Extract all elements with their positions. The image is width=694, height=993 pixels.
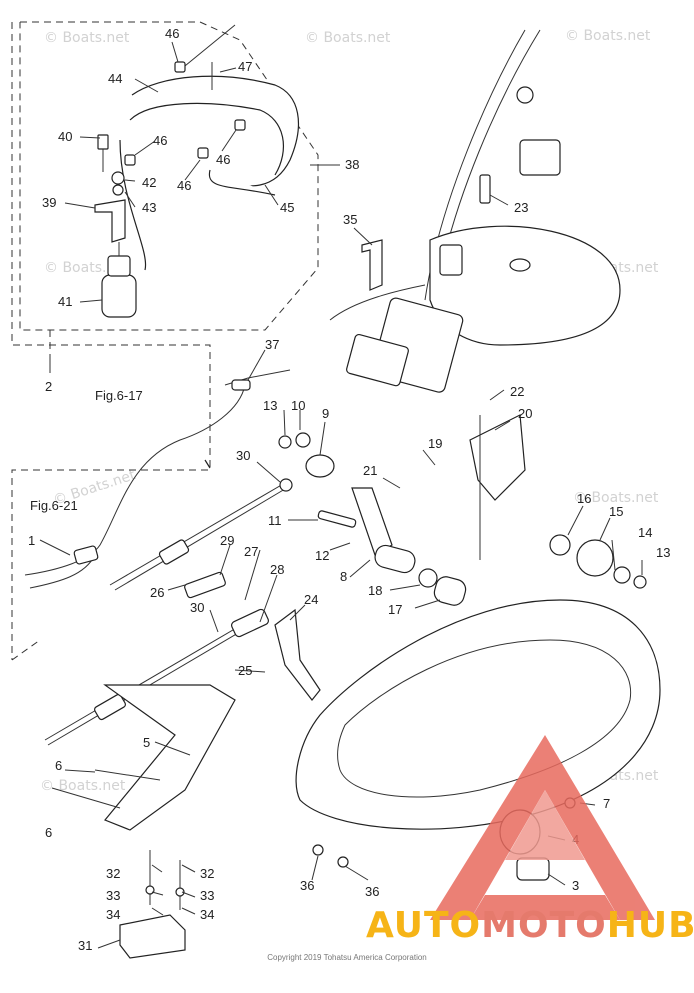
callout-label: 17 bbox=[388, 602, 402, 617]
watermark: © Boats.net bbox=[573, 490, 659, 506]
callout-label: 2 bbox=[45, 379, 52, 394]
callout-label: 19 bbox=[428, 436, 442, 451]
callout-label: 11 bbox=[268, 513, 282, 528]
figure-ref: Fig.6-17 bbox=[95, 388, 143, 403]
callout-label: 22 bbox=[510, 384, 524, 399]
callout-label: 46 bbox=[153, 133, 167, 148]
callout-label: 15 bbox=[609, 504, 623, 519]
upper-right-assembly bbox=[329, 29, 621, 393]
callout-label: 46 bbox=[177, 178, 191, 193]
brand-part-auto: AUTO bbox=[366, 905, 482, 946]
callout-label: 20 bbox=[518, 406, 532, 421]
callout-label: 33 bbox=[106, 888, 120, 903]
watermark: © Boats.net bbox=[44, 30, 130, 46]
callout-label: 23 bbox=[514, 200, 528, 215]
callout-label: 39 bbox=[42, 195, 56, 210]
callout-label: 7 bbox=[603, 796, 610, 811]
callout-label: 5 bbox=[143, 735, 150, 750]
callout-label: 27 bbox=[244, 544, 258, 559]
callout-label: 32 bbox=[106, 866, 120, 881]
callout-label: 36 bbox=[365, 884, 379, 899]
callout-label: 1 bbox=[28, 533, 35, 548]
callout-label: 9 bbox=[322, 406, 329, 421]
leader-lines bbox=[39, 41, 643, 949]
callout-label: 30 bbox=[190, 600, 204, 615]
automotohub-logo-mark bbox=[430, 735, 655, 920]
callout-label: 31 bbox=[78, 938, 92, 953]
callout-label: 6 bbox=[45, 825, 52, 840]
callout-label: 34 bbox=[200, 907, 214, 922]
callout-label: 43 bbox=[142, 200, 156, 215]
callout-label: 30 bbox=[236, 448, 250, 463]
callout-label: 16 bbox=[577, 491, 591, 506]
callout-label: 42 bbox=[142, 175, 156, 190]
callout-label: 13 bbox=[263, 398, 277, 413]
fuel-filter-assembly bbox=[94, 24, 299, 318]
watermark: © Boats.net bbox=[565, 28, 651, 44]
brand-part-moto: MOTO bbox=[481, 905, 607, 946]
callout-label: 18 bbox=[368, 583, 382, 598]
copyright-notice: Copyright 2019 Tohatsu America Corporati… bbox=[267, 953, 427, 962]
callout-label: 26 bbox=[150, 585, 164, 600]
callout-label: 25 bbox=[238, 663, 252, 678]
callout-label: 34 bbox=[106, 907, 120, 922]
callout-label: 46 bbox=[216, 152, 230, 167]
watermark: © Boats.net bbox=[40, 778, 126, 794]
callout-label: 40 bbox=[58, 129, 72, 144]
automotohub-logo-text: AUTOMOTOHUB bbox=[366, 905, 694, 946]
watermark: © Boats.net bbox=[305, 30, 391, 46]
callout-label: 36 bbox=[300, 878, 314, 893]
callout-labels: 1 2 3 4 5 6 6 7 8 9 10 11 12 13 13 14 15… bbox=[28, 26, 670, 953]
callout-label: 44 bbox=[108, 71, 122, 86]
callout-label: 8 bbox=[340, 569, 347, 584]
callout-label: 32 bbox=[200, 866, 214, 881]
callout-label: 24 bbox=[304, 592, 318, 607]
figure-ref: Fig.6-21 bbox=[30, 498, 78, 513]
callout-label: 12 bbox=[315, 548, 329, 563]
callout-label: 47 bbox=[238, 59, 252, 74]
callout-label: 14 bbox=[638, 525, 652, 540]
callout-label: 29 bbox=[220, 533, 234, 548]
callout-label: 38 bbox=[345, 157, 359, 172]
brand-part-hub: HUB bbox=[606, 905, 694, 946]
callout-label: 33 bbox=[200, 888, 214, 903]
cable-and-linkage bbox=[24, 369, 647, 746]
callout-label: 35 bbox=[343, 212, 357, 227]
callout-label: 10 bbox=[291, 398, 305, 413]
callout-label: 46 bbox=[165, 26, 179, 41]
callout-label: 41 bbox=[58, 294, 72, 309]
callout-label: 37 bbox=[265, 337, 279, 352]
callout-label: 28 bbox=[270, 562, 284, 577]
callout-label: 3 bbox=[572, 878, 579, 893]
callout-label: 13 bbox=[656, 545, 670, 560]
callout-label: 21 bbox=[363, 463, 377, 478]
callout-label: 6 bbox=[55, 758, 62, 773]
callout-label: 45 bbox=[280, 200, 294, 215]
